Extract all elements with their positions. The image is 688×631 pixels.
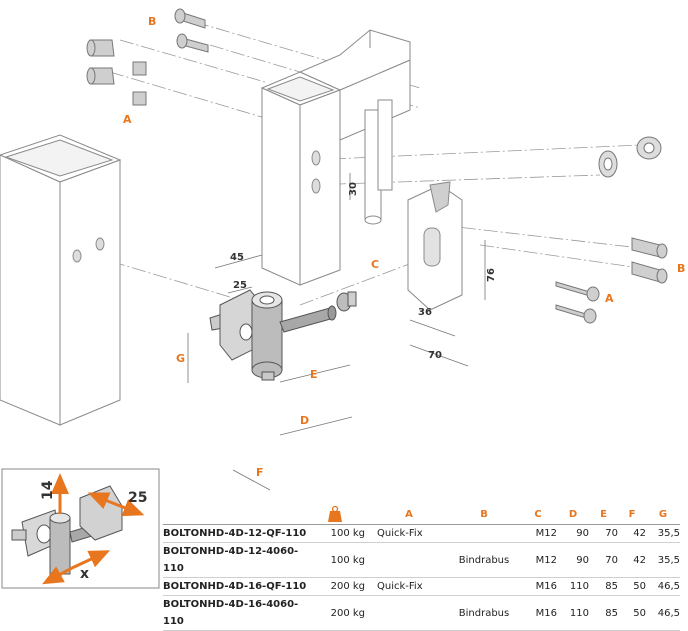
spec-table: A B C D E F G BOLTONHD-4D-12-QF-110 100 … — [163, 504, 680, 631]
dim-45: 45 — [230, 252, 244, 263]
cell-a: Quick-Fix — [369, 524, 449, 543]
cell-e: 70 — [589, 524, 618, 543]
label-c: C — [371, 258, 379, 271]
cell-e: 85 — [589, 595, 618, 631]
cell-g: 35,5 — [646, 542, 680, 578]
header-b: B — [449, 504, 519, 525]
header-c: C — [519, 504, 557, 525]
cell-g: 46,5 — [646, 595, 680, 631]
label-f: F — [256, 466, 264, 479]
cell-f: 50 — [618, 577, 646, 596]
threaded-rod — [279, 291, 357, 333]
cell-d: 90 — [557, 524, 589, 543]
dim-76: 76 — [486, 268, 497, 282]
wall-plate — [407, 181, 463, 311]
header-f: F — [618, 504, 646, 525]
cell-e: 70 — [589, 542, 618, 578]
center-post — [260, 71, 342, 286]
cell-a — [369, 595, 449, 631]
header-a: A — [369, 504, 449, 525]
cell-c: M12 — [519, 524, 557, 543]
cell-c: M16 — [519, 595, 557, 631]
header-load — [309, 504, 369, 525]
table-row: BOLTONHD-4D-16-QF-110 200 kg Quick-Fix M… — [163, 577, 680, 596]
cell-b: Bindrabus — [449, 542, 519, 578]
product-code: BOLTONHD-4D-16-4060-110 — [163, 595, 309, 631]
washers — [598, 136, 662, 178]
load-value: 100 kg — [309, 524, 369, 543]
header-d: D — [557, 504, 589, 525]
cell-b: Bindrabus — [449, 595, 519, 631]
load-value: 100 kg — [309, 542, 369, 578]
hinge-assembly — [209, 289, 357, 381]
product-code: BOLTONHD-4D-16-QF-110 — [163, 577, 309, 596]
cell-a — [369, 542, 449, 578]
left-post — [0, 134, 122, 426]
dimension-lines — [187, 173, 486, 491]
cell-b — [449, 524, 519, 543]
inset-label-x: x — [80, 566, 89, 582]
inset-label-25: 25 — [128, 490, 147, 506]
cell-d: 90 — [557, 542, 589, 578]
cell-c: M16 — [519, 577, 557, 596]
cell-f: 50 — [618, 595, 646, 631]
load-value: 200 kg — [309, 577, 369, 596]
table-row: BOLTONHD-4D-12-4060-110 100 kg Bindrabus… — [163, 542, 680, 578]
inset-label-14: 14 — [40, 480, 56, 500]
hinge-technical-drawing: B A C B A G E D F 45 25 30 76 36 70 14 2… — [0, 8, 685, 589]
cell-c: M12 — [519, 542, 557, 578]
header-name — [163, 504, 309, 525]
dim-25: 25 — [233, 280, 247, 291]
product-code: BOLTONHD-4D-12-QF-110 — [163, 524, 309, 543]
table-row: BOLTONHD-4D-12-QF-110 100 kg Quick-Fix M… — [163, 524, 680, 543]
cell-e: 85 — [589, 577, 618, 596]
dim-70: 70 — [428, 350, 442, 361]
dim-30: 30 — [348, 182, 359, 196]
cell-g: 35,5 — [646, 524, 680, 543]
cell-a: Quick-Fix — [369, 577, 449, 596]
label-g: G — [176, 352, 185, 365]
label-e: E — [310, 368, 318, 381]
dim-36: 36 — [418, 307, 432, 318]
cell-g: 46,5 — [646, 577, 680, 596]
gate-frame — [298, 29, 411, 225]
header-e: E — [589, 504, 618, 525]
cell-f: 42 — [618, 524, 646, 543]
cell-b — [449, 577, 519, 596]
cell-d: 110 — [557, 577, 589, 596]
cell-d: 110 — [557, 595, 589, 631]
label-a-top: A — [123, 113, 132, 126]
label-a-right: A — [605, 292, 614, 305]
inserts-top-left — [86, 8, 209, 106]
table-row: BOLTONHD-4D-16-4060-110 200 kg Bindrabus… — [163, 595, 680, 631]
adjustment-inset: 14 25 x — [1, 468, 160, 589]
spec-header-row: A B C D E F G — [163, 504, 680, 525]
header-g: G — [646, 504, 680, 525]
label-b-right: B — [677, 262, 685, 275]
load-value: 200 kg — [309, 595, 369, 631]
bolts-right — [555, 237, 668, 324]
cell-f: 42 — [618, 542, 646, 578]
label-d: D — [300, 414, 309, 427]
product-code: BOLTONHD-4D-12-4060-110 — [163, 542, 309, 578]
label-b-top: B — [148, 15, 156, 28]
